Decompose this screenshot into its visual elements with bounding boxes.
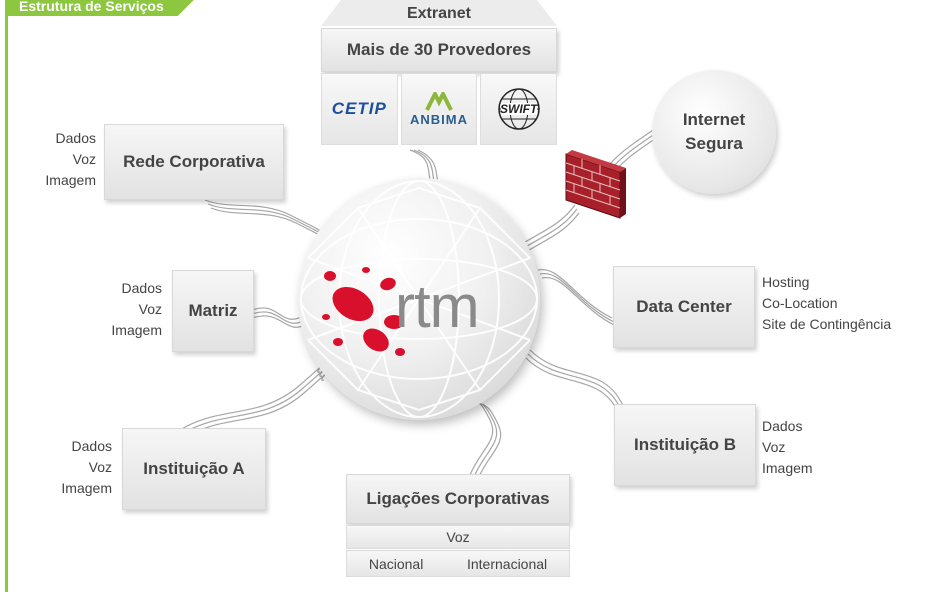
- cetip-logo: CETIP: [321, 73, 398, 145]
- ligacoes-voz-row: Voz: [346, 525, 570, 549]
- rede-corporativa-box: Rede Corporativa: [104, 124, 284, 200]
- service-item: Dados: [71, 438, 112, 454]
- instituicao-a-services: Dados Voz Imagem: [50, 436, 112, 499]
- internet-line1: Internet: [682, 110, 746, 129]
- firewall-icon: [565, 150, 626, 219]
- data-center-box: Data Center: [613, 266, 755, 348]
- service-item: Voz: [88, 459, 112, 475]
- swift-logo: SWIFT: [480, 73, 558, 145]
- rtm-brand-text: rtm: [395, 273, 480, 340]
- extranet-logos: CETIP ANBIMA SWIFT: [321, 73, 558, 145]
- cetip-logo-text: CETIP: [331, 99, 387, 118]
- service-item: Imagem: [111, 322, 162, 338]
- ligacoes-internacional: Internacional: [466, 555, 548, 572]
- globe-geodesic-lines: [300, 180, 538, 418]
- ligacoes-corporativas-box: Ligações Corporativas: [346, 474, 570, 524]
- matriz-label: Matriz: [188, 301, 238, 320]
- service-item: Voz: [762, 439, 786, 455]
- rede-corporativa-label: Rede Corporativa: [123, 152, 265, 171]
- extranet-providers-box: Mais de 30 Provedores: [321, 28, 557, 72]
- frame-left-border: [5, 14, 8, 592]
- service-item: Voz: [138, 301, 162, 317]
- swift-globe-icon: [497, 88, 540, 130]
- instituicao-a-label: Instituição A: [143, 459, 245, 478]
- anbima-icon: [425, 91, 453, 111]
- rtm-logo-icon: [322, 267, 405, 356]
- service-item: Dados: [762, 418, 803, 434]
- page-title: Estrutura de Serviços: [5, 0, 194, 16]
- data-center-services: Hosting Co-Location Site de Contingência: [762, 272, 922, 335]
- instituicao-b-services: Dados Voz Imagem: [762, 416, 842, 479]
- matriz-box: Matriz: [172, 270, 254, 352]
- service-item: Imagem: [45, 172, 96, 188]
- ligacoes-nacional: Nacional: [368, 555, 424, 572]
- data-center-label: Data Center: [636, 297, 732, 316]
- swift-logo-text: SWIFT: [500, 102, 538, 116]
- service-item: Dados: [121, 280, 162, 296]
- internet-line2: Segura: [685, 134, 743, 153]
- ligacoes-voz: Voz: [446, 529, 470, 545]
- instituicao-b-box: Instituição B: [614, 404, 756, 486]
- instituicao-a-box: Instituição A: [122, 428, 266, 510]
- service-item: Site de Contingência: [762, 316, 892, 332]
- service-item: Co-Location: [762, 295, 838, 311]
- anbima-logo-text: ANBIMA: [410, 111, 468, 127]
- internet-segura-node: Internet Segura: [652, 70, 776, 194]
- service-item: Dados: [55, 130, 96, 146]
- service-item: Imagem: [61, 480, 112, 496]
- rede-corporativa-services: Dados Voz Imagem: [34, 128, 96, 191]
- anbima-logo: ANBIMA: [400, 73, 478, 145]
- extranet-title: Extranet: [321, 0, 557, 26]
- matriz-services: Dados Voz Imagem: [100, 278, 162, 341]
- service-item: Hosting: [762, 274, 810, 290]
- ligacoes-label: Ligações Corporativas: [366, 489, 550, 508]
- instituicao-b-label: Instituição B: [633, 435, 736, 454]
- service-item: Voz: [72, 151, 96, 167]
- service-item: Imagem: [762, 460, 813, 476]
- ligacoes-scope-row: Nacional Internacional: [346, 550, 570, 577]
- extranet-subtitle: Mais de 30 Provedores: [346, 40, 532, 59]
